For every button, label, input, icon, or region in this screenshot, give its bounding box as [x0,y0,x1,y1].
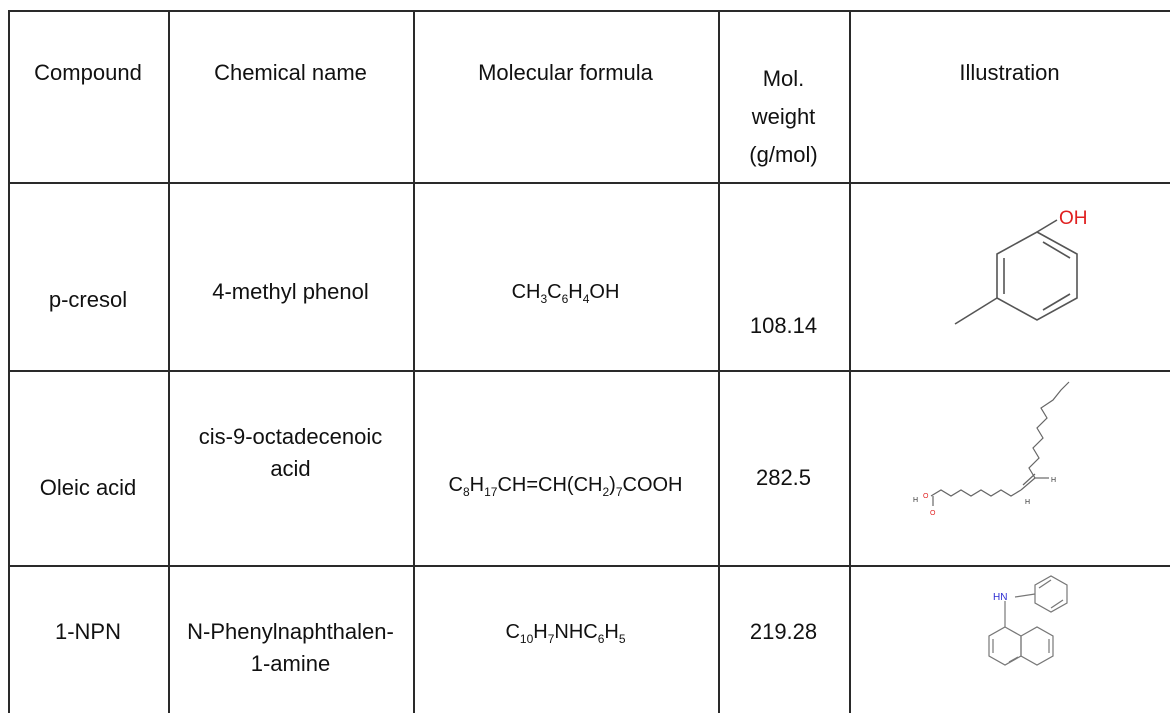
row2-mol-weight: 282.5 [755,465,812,490]
hydroxyl-label: OH [1059,208,1088,229]
header-mol-weight-line1: Mol. [762,66,805,91]
row1-compound: p-cresol [48,287,128,312]
row2-chemical-name-line2: acid [270,456,311,481]
row3-compound: 1-NPN [54,619,121,644]
amine-label: HN [993,592,1007,603]
oleic-o-top: O [923,493,929,500]
header-molecular-formula: Molecular formula [478,60,653,85]
row1-illustration: OH [849,184,1170,370]
row3-mol-weight: 219.28 [749,619,818,644]
row3-molecular-formula: C10H7NHC6H5 [505,621,626,646]
header-divider [8,182,1170,184]
row3-chemical-name: N-Phenylnaphthalen- 1-amine [168,612,413,684]
oleic-h-right: H [1051,477,1056,484]
header-mol-weight-line2: weight [751,104,816,129]
compound-table: Compound Chemical name Molecular formula… [8,10,1170,713]
col-divider-3 [718,10,720,713]
row1-mol-weight: 108.14 [749,313,818,338]
row2-chemical-name-line1: cis-9-octadecenoic [198,424,383,449]
npn-structure: HN [988,575,1068,666]
header-compound: Compound [34,60,142,85]
header-chemical-name: Chemical name [214,60,367,85]
p-cresol-structure: OH [954,208,1088,325]
table-border-top [8,10,1170,12]
oleic-acid-structure: H O O H H [913,381,1070,517]
row2-chemical-name: cis-9-octadecenoic acid [168,418,413,488]
row3-chemical-name-line1: N-Phenylnaphthalen- [187,619,394,644]
row2-molecular-formula: C8H17CH=CH(CH2)7COOH [448,474,683,499]
oleic-o-bottom: O [930,510,936,517]
col-divider-1 [168,10,170,713]
row1-molecular-formula: CH3C6H4OH [511,281,620,306]
header-mol-weight-line3: (g/mol) [749,142,818,167]
header-mol-weight: Mol. weight (g/mol) [718,60,849,180]
row-divider-1 [8,370,1170,372]
row3-illustration: HN [849,567,1170,713]
row2-illustration: H O O H H [849,372,1170,565]
oleic-h-bottom: H [1025,499,1030,506]
table-border-left [8,10,10,713]
oleic-h-left: H [913,497,918,504]
col-divider-2 [413,10,415,713]
row-divider-2 [8,565,1170,567]
row3-chemical-name-line2: 1-amine [250,651,331,676]
row1-chemical-name: 4-methyl phenol [212,279,369,304]
row2-compound: Oleic acid [39,475,137,500]
header-illustration: Illustration [959,60,1060,85]
col-divider-4 [849,10,851,713]
